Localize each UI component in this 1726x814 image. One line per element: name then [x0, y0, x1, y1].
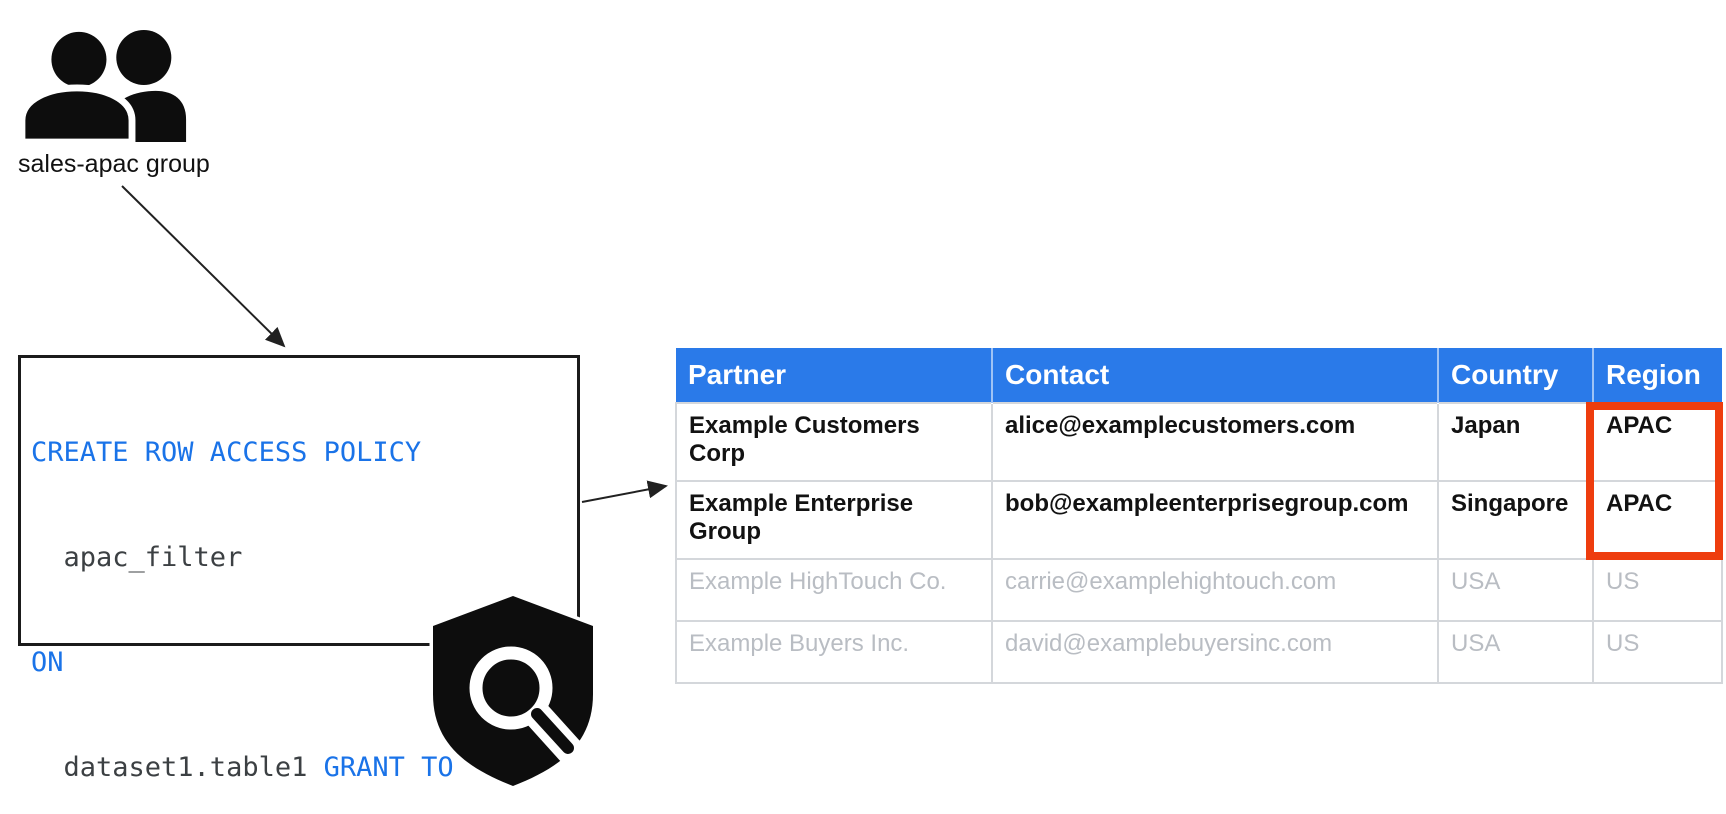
code-line: ON [31, 645, 577, 680]
cell-partner: Example HighTouch Co. [675, 558, 993, 622]
cell-contact: carrie@examplehightouch.com [991, 558, 1439, 622]
cell-country: USA [1437, 558, 1594, 622]
partners-table: Partner Contact Country Region Example C… [675, 348, 1723, 684]
sales-apac-group-figure: sales-apac group [18, 26, 248, 179]
group-label: sales-apac group [18, 150, 210, 178]
cell-region: US [1592, 620, 1723, 684]
table-row: Example HighTouch Co. carrie@examplehigh… [675, 558, 1723, 622]
arrow-policy-to-table [581, 480, 668, 503]
table-row: Example Customers Corp alice@examplecust… [675, 402, 1723, 482]
shield-search-icon [429, 592, 597, 790]
column-header-partner: Partner [676, 348, 992, 403]
code-line: apac_filter [31, 540, 577, 575]
cell-partner: Example Buyers Inc. [675, 620, 993, 684]
code-keyword: GRANT TO [323, 752, 454, 783]
cell-country: Singapore [1437, 480, 1594, 560]
table-header-row: Partner Contact Country Region [676, 348, 1722, 403]
code-line: dataset1.table1 GRANT TO [31, 750, 577, 785]
column-header-country: Country [1437, 348, 1593, 403]
group-icon [18, 29, 187, 144]
cell-contact: bob@exampleenterprisegroup.com [991, 480, 1439, 560]
code-identifier: dataset1.table1 [31, 752, 324, 783]
table-row: Example Buyers Inc. david@examplebuyersi… [675, 620, 1723, 684]
cell-partner: Example Customers Corp [675, 402, 993, 482]
cell-country: Japan [1437, 402, 1594, 482]
cell-partner: Example Enterprise Group [675, 480, 993, 560]
code-identifier: apac_filter [31, 542, 243, 573]
cell-contact: david@examplebuyersinc.com [991, 620, 1439, 684]
row-access-policy-code: CREATE ROW ACCESS POLICY apac_filter ON … [18, 355, 580, 783]
column-header-contact: Contact [991, 348, 1438, 403]
cell-country: USA [1437, 620, 1594, 684]
code-keyword: CREATE ROW ACCESS POLICY [31, 437, 422, 468]
cell-region: APAC [1592, 480, 1723, 560]
policy-shield-figure [427, 592, 599, 797]
code-keyword: ON [31, 647, 64, 678]
cell-region: US [1592, 558, 1723, 622]
cell-region: APAC [1592, 402, 1723, 482]
cell-contact: alice@examplecustomers.com [991, 402, 1439, 482]
code-line: CREATE ROW ACCESS POLICY [31, 435, 577, 470]
arrow-group-to-policy [121, 185, 286, 348]
column-header-region: Region [1592, 348, 1722, 403]
table-row: Example Enterprise Group bob@exampleente… [675, 480, 1723, 560]
